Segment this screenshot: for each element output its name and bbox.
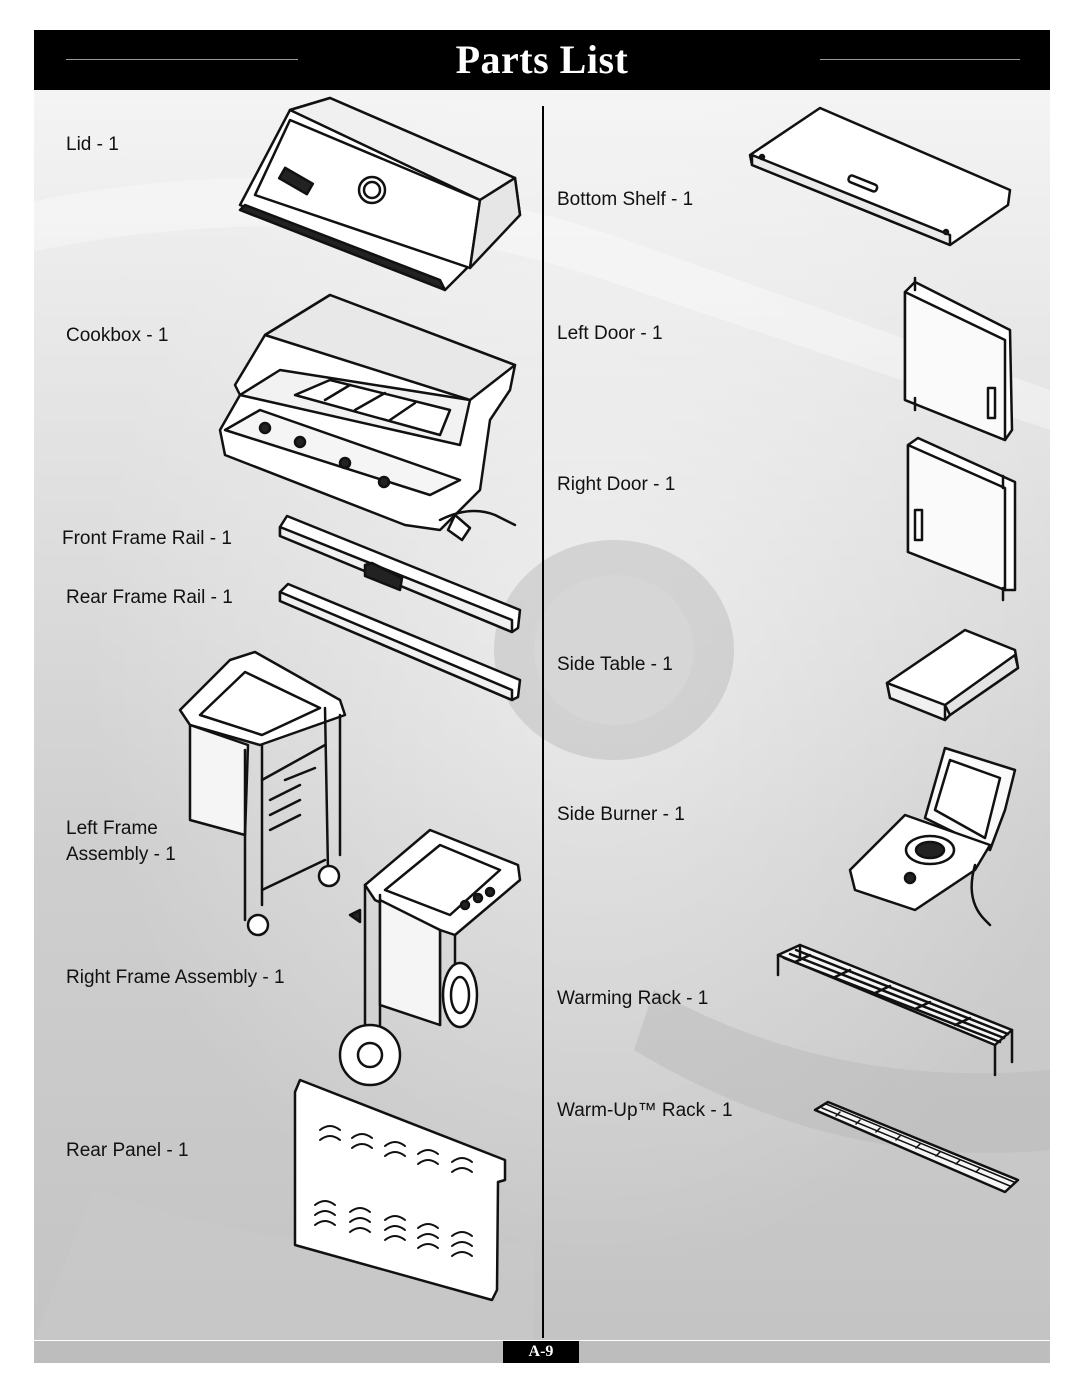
label-cookbox: Cookbox - 1 — [66, 325, 169, 346]
warm-up-rack-illustration — [813, 1100, 1020, 1194]
label-left-door: Left Door - 1 — [557, 323, 663, 344]
side-table-illustration — [885, 628, 1020, 722]
left-frame-assembly-illustration — [178, 650, 347, 937]
label-lid: Lid - 1 — [66, 134, 119, 155]
bottom-shelf-illustration — [748, 106, 1012, 247]
rear-panel-illustration — [293, 1078, 507, 1302]
label-left-frame-line2: Assembly - 1 — [66, 844, 176, 865]
rear-frame-rail-illustration — [278, 582, 522, 702]
warming-rack-illustration — [776, 943, 1014, 1077]
column-divider — [542, 106, 544, 1338]
label-left-frame-line1: Left Frame — [66, 818, 158, 839]
right-frame-assembly-illustration — [338, 828, 522, 1087]
label-right-door: Right Door - 1 — [557, 474, 676, 495]
title-rule-right — [820, 59, 1020, 60]
label-side-table: Side Table - 1 — [557, 654, 673, 675]
label-rear-panel: Rear Panel - 1 — [66, 1140, 189, 1161]
label-rear-frame-rail: Rear Frame Rail - 1 — [66, 587, 233, 608]
side-burner-illustration — [848, 746, 1017, 927]
right-door-illustration — [906, 436, 1017, 602]
cookbox-illustration — [218, 293, 517, 542]
front-frame-rail-illustration — [278, 514, 522, 634]
label-front-frame-rail: Front Frame Rail - 1 — [62, 528, 232, 549]
label-side-burner: Side Burner - 1 — [557, 804, 685, 825]
left-door-illustration — [903, 276, 1014, 442]
page-title: Parts List — [455, 37, 629, 82]
lid-illustration — [238, 96, 522, 292]
label-warm-up-rack: Warm-Up™ Rack - 1 — [557, 1100, 733, 1121]
page-number: A-9 — [503, 1341, 579, 1363]
label-right-frame-assembly: Right Frame Assembly - 1 — [66, 967, 285, 988]
title-bar: Parts List — [34, 30, 1050, 90]
label-bottom-shelf: Bottom Shelf - 1 — [557, 189, 694, 210]
label-warming-rack: Warming Rack - 1 — [557, 988, 709, 1009]
title-rule-left — [66, 59, 298, 60]
